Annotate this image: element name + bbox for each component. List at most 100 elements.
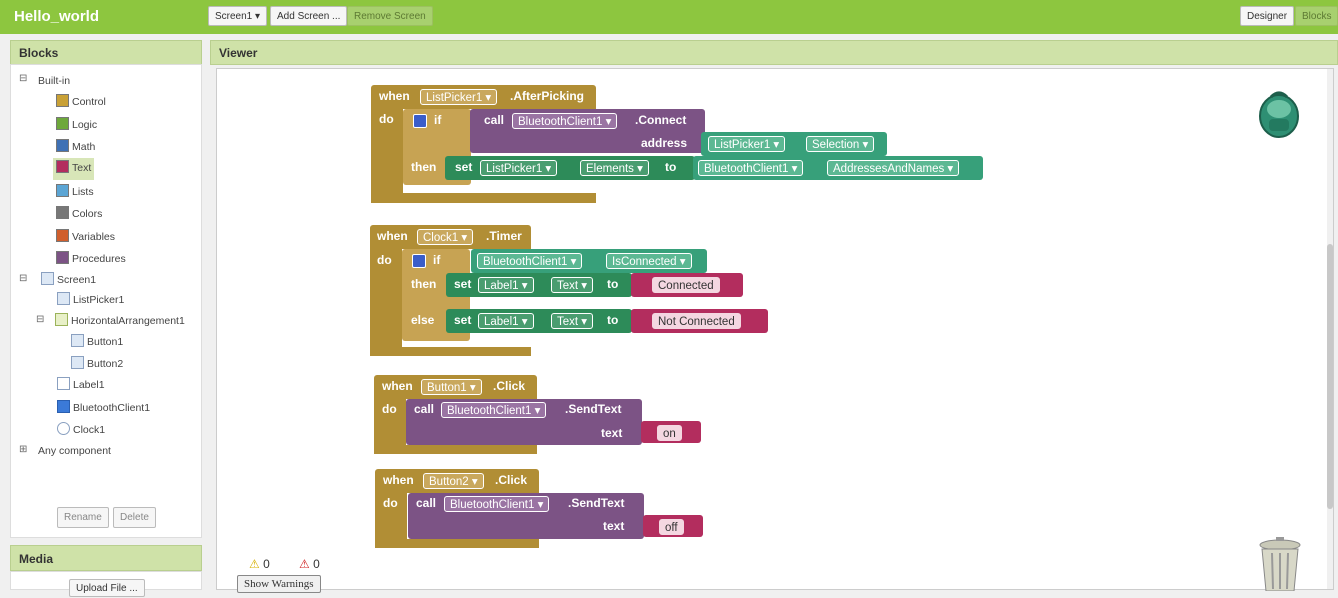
component-label1[interactable]: Label1 (57, 377, 105, 393)
drawer-text[interactable]: Text (53, 158, 95, 180)
blocks-button[interactable]: Blocks (1295, 6, 1338, 26)
event-footer (375, 539, 539, 548)
backpack-icon[interactable] (1257, 89, 1301, 139)
collapse-icon[interactable]: ⊟ (36, 314, 45, 325)
remove-screen-button[interactable]: Remove Screen (347, 6, 433, 26)
property-dropdown[interactable]: Selection ▾ (806, 136, 875, 152)
show-warnings-button[interactable]: Show Warnings (237, 575, 321, 593)
drawer-variables[interactable]: Variables (56, 229, 115, 245)
math-icon (56, 139, 69, 152)
drawer-control[interactable]: Control (56, 94, 106, 110)
component-dropdown[interactable]: BluetoothClient1 ▾ (698, 160, 804, 176)
address-label: address (641, 136, 688, 150)
errors-count: 0 (313, 557, 320, 571)
clock-icon (57, 422, 70, 435)
property-dropdown[interactable]: Text ▾ (551, 277, 594, 293)
component-dropdown[interactable]: BluetoothClient1 ▾ (444, 496, 550, 512)
add-screen-button[interactable]: Add Screen ... (270, 6, 348, 26)
when-label: when (379, 89, 410, 103)
warnings-count: 0 (263, 557, 270, 571)
string-value[interactable]: on (657, 425, 682, 441)
component-horizontalarrangement1[interactable]: HorizontalArrangement1 (55, 313, 185, 329)
mutator-gear-icon[interactable] (412, 254, 426, 268)
then-label: then (411, 277, 437, 291)
drawer-colors[interactable]: Colors (56, 206, 102, 222)
media-panel-header: Media (10, 545, 202, 571)
component-dropdown[interactable]: Label1 ▾ (478, 313, 534, 329)
text-arg-label: text (603, 519, 625, 533)
if-label: if (434, 113, 442, 127)
drawer-lists[interactable]: Lists (56, 184, 94, 200)
component-dropdown[interactable]: Button1 ▾ (421, 379, 482, 395)
component-dropdown[interactable]: ListPicker1 ▾ (420, 89, 498, 105)
component-button2[interactable]: Button2 (71, 356, 123, 372)
designer-button[interactable]: Designer (1240, 6, 1295, 26)
component-dropdown[interactable]: BluetoothClient1 ▾ (441, 402, 547, 418)
app-title: Hello_world (14, 8, 100, 25)
method-name: .Connect (635, 113, 687, 127)
upload-file-button[interactable]: Upload File ... (69, 579, 145, 597)
trash-icon[interactable] (1257, 537, 1303, 592)
component-bluetoothclient1[interactable]: BluetoothClient1 (57, 400, 150, 416)
component-dropdown[interactable]: BluetoothClient1 ▾ (477, 253, 583, 269)
string-value[interactable]: Connected (652, 277, 720, 293)
when-label: when (382, 379, 413, 393)
vertical-scrollbar[interactable] (1327, 69, 1333, 589)
bluetooth-icon (57, 400, 70, 413)
any-component-node[interactable]: Any component (38, 445, 111, 457)
property-dropdown[interactable]: Text ▾ (551, 313, 594, 329)
event-spine (370, 249, 402, 349)
set-label: set (454, 277, 472, 291)
scrollbar-thumb[interactable] (1327, 244, 1333, 509)
event-spine (374, 399, 406, 449)
rename-button[interactable]: Rename (57, 507, 109, 528)
blocks-panel-header: Blocks (10, 40, 202, 65)
do-label: do (379, 112, 394, 126)
errors-indicator: ⚠ 0 (299, 557, 320, 571)
blocks-workspace[interactable]: when ListPicker1 ▾ .AfterPicking do if t… (216, 68, 1334, 593)
drawer-procedures[interactable]: Procedures (56, 251, 126, 267)
component-dropdown[interactable]: BluetoothClient1 ▾ (512, 113, 618, 129)
variables-icon (56, 229, 69, 242)
drawer-math[interactable]: Math (56, 139, 95, 155)
property-dropdown[interactable]: Elements ▾ (580, 160, 649, 176)
colors-icon (56, 206, 69, 219)
component-dropdown[interactable]: ListPicker1 ▾ (708, 136, 786, 152)
label-icon (57, 377, 70, 390)
builtin-label[interactable]: Built-in (38, 75, 71, 87)
expand-icon[interactable]: ⊞ (19, 444, 28, 455)
event-footer (371, 193, 596, 203)
procedures-icon (56, 251, 69, 264)
screen-icon (41, 272, 54, 285)
property-dropdown[interactable]: IsConnected ▾ (606, 253, 692, 269)
event-name: .Timer (486, 229, 522, 243)
top-bar: Hello_world Screen1 ▾ Add Screen ... Rem… (0, 0, 1338, 34)
call-label: call (484, 113, 505, 127)
component-dropdown[interactable]: ListPicker1 ▾ (480, 160, 558, 176)
component-clock1[interactable]: Clock1 (57, 422, 105, 438)
do-label: do (382, 402, 397, 416)
text-arg-label: text (601, 426, 623, 440)
screen1-node[interactable]: Screen1 (41, 272, 96, 288)
property-dropdown[interactable]: AddressesAndNames ▾ (827, 160, 960, 176)
blocks-panel: ⊟ Built-in Control Logic Math Text Lists… (10, 64, 202, 538)
component-dropdown[interactable]: Clock1 ▾ (417, 229, 474, 245)
string-value[interactable]: Not Connected (652, 313, 741, 329)
delete-button[interactable]: Delete (113, 507, 156, 528)
screen-select[interactable]: Screen1 ▾ (208, 6, 268, 26)
component-button1[interactable]: Button1 (71, 334, 123, 350)
drawer-logic[interactable]: Logic (56, 117, 97, 133)
logic-icon (56, 117, 69, 130)
event-footer (370, 347, 531, 356)
component-listpicker1[interactable]: ListPicker1 (57, 292, 124, 308)
component-dropdown[interactable]: Label1 ▾ (478, 277, 534, 293)
mutator-gear-icon[interactable] (413, 114, 427, 128)
setter-label-text-block[interactable] (446, 309, 632, 333)
component-dropdown[interactable]: Button2 ▾ (423, 473, 484, 489)
collapse-icon[interactable]: ⊟ (19, 273, 28, 284)
setter-label-text-block[interactable] (446, 273, 632, 297)
collapse-icon[interactable]: ⊟ (19, 73, 28, 84)
to-label: to (607, 277, 619, 291)
method-name: .SendText (565, 402, 622, 416)
string-value[interactable]: off (659, 519, 684, 535)
